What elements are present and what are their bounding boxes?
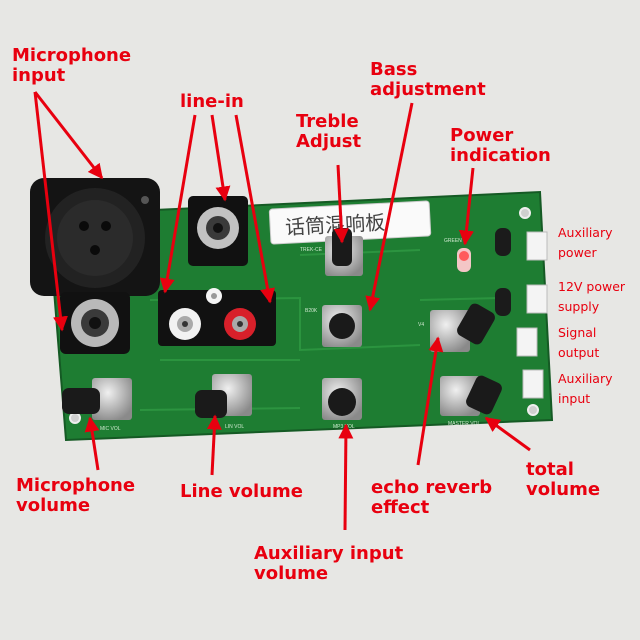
pot-line-volume bbox=[195, 374, 252, 418]
silk-treble: TREK-CE bbox=[300, 247, 323, 253]
mounting-holes bbox=[69, 207, 539, 424]
label-signal-output: Signal output bbox=[558, 325, 600, 360]
label-power-indication: Power indication bbox=[450, 125, 551, 166]
capacitors bbox=[495, 228, 511, 316]
label-12v-power-supply: 12V power supply bbox=[558, 279, 626, 314]
rca-line-in bbox=[158, 288, 276, 346]
silk-power-led: GREEN bbox=[444, 238, 462, 244]
label-treble-adjust: Treble Adjust bbox=[296, 111, 362, 152]
label-auxiliary-input: Auxiliary input bbox=[558, 371, 613, 406]
xlr-microphone-jack bbox=[30, 178, 160, 296]
pot-master-volume bbox=[440, 375, 502, 416]
label-line-volume: Line volume bbox=[180, 481, 303, 502]
power-led bbox=[457, 248, 471, 272]
silk-echo: V4 bbox=[418, 322, 424, 328]
label-auxiliary-power: Auxiliary power bbox=[558, 225, 613, 260]
line-in-jack-635 bbox=[188, 196, 248, 266]
label-microphone-input: Microphone input bbox=[12, 45, 132, 86]
pot-bass bbox=[322, 305, 362, 347]
pot-mic-volume bbox=[62, 378, 132, 420]
silk-mic-vol: MIC VOL bbox=[100, 426, 121, 432]
silk-line-vol: LIN VOL bbox=[225, 424, 244, 430]
annotation-arrows bbox=[33, 91, 531, 531]
silk-mp3-vol: MP3 VOL bbox=[333, 424, 355, 430]
silk-master-vol: MASTER VOL bbox=[448, 421, 480, 427]
silk-bass: B20K bbox=[305, 308, 318, 314]
connectors bbox=[516, 231, 548, 399]
pot-aux-volume bbox=[322, 378, 362, 420]
label-echo-reverb-effect: echo reverb effect bbox=[371, 477, 493, 518]
label-total-volume: total volume bbox=[526, 459, 601, 500]
label-auxiliary-input-volume: Auxiliary input volume bbox=[254, 543, 404, 584]
label-line-in: line-in bbox=[180, 91, 244, 112]
label-microphone-volume: Microphone volume bbox=[16, 475, 136, 516]
label-bass-adjustment: Bass adjustment bbox=[370, 59, 486, 100]
mic-jack-635 bbox=[60, 292, 130, 354]
